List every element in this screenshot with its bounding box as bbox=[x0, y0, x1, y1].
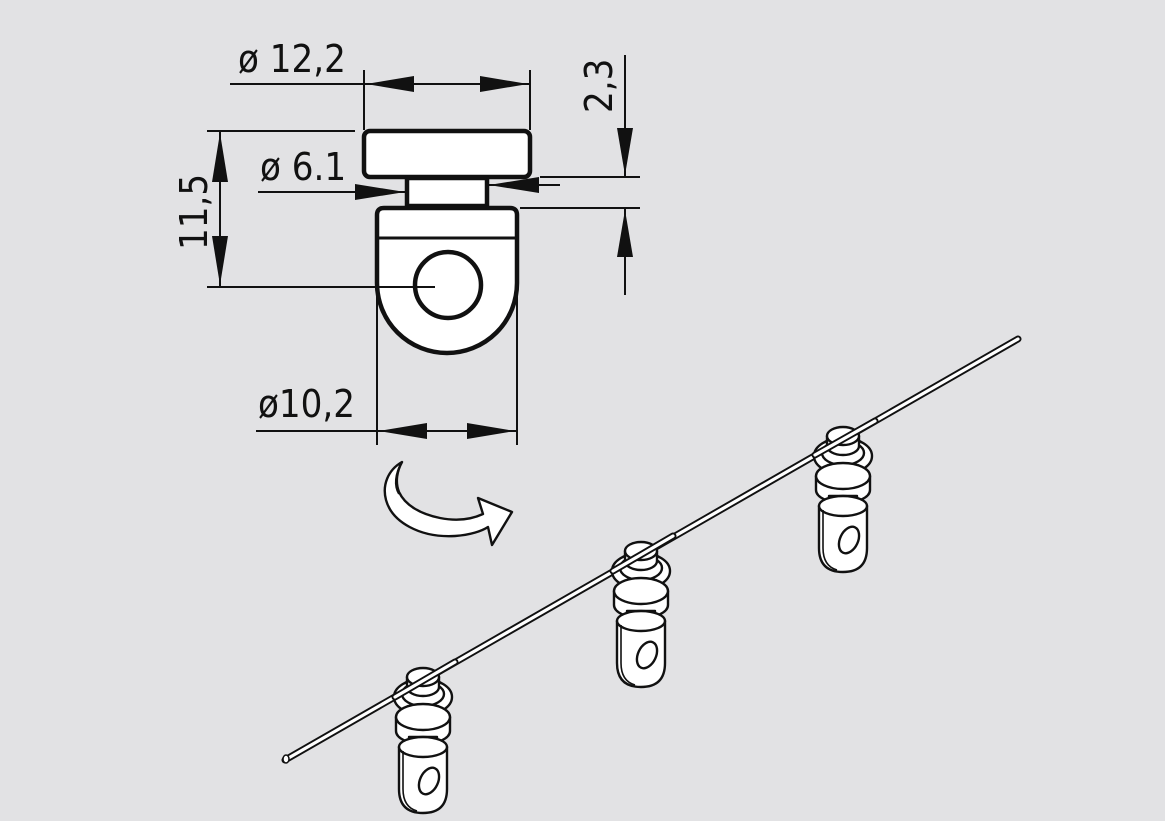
dim-neck-diameter: ø 6.1 bbox=[258, 145, 560, 200]
label-neck-diameter: ø 6.1 bbox=[260, 145, 346, 189]
label-head-diameter: ø 12,2 bbox=[238, 37, 346, 81]
perspective-illustration bbox=[281, 335, 1022, 815]
glider-head bbox=[361, 128, 533, 180]
glider-neck bbox=[404, 175, 490, 209]
dim-head-diameter: ø 12,2 bbox=[230, 37, 531, 130]
label-height: 11,5 bbox=[172, 174, 216, 250]
label-body-diameter: ø10,2 bbox=[258, 382, 355, 426]
rotation-arrow-icon bbox=[383, 460, 514, 547]
dim-height: 11,5 bbox=[172, 130, 435, 288]
wire-front-segments bbox=[391, 417, 879, 701]
technical-drawing: ø 12,2 ø 6.1 11,5 2,3 bbox=[172, 37, 640, 547]
dim-head-thickness: 2,3 bbox=[520, 55, 640, 295]
glider-eyelet bbox=[412, 249, 484, 321]
dim-body-diameter: ø10,2 bbox=[256, 290, 518, 445]
label-head-thickness: 2,3 bbox=[577, 59, 621, 113]
